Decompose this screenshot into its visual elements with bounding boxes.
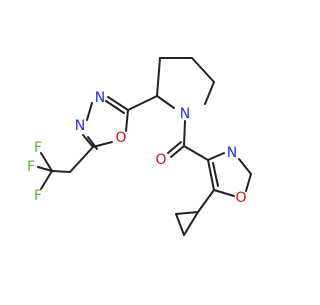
atom-piperidine-n: N (180, 106, 190, 122)
atom-fluorine-3: F (34, 188, 42, 204)
trifluoroethyl-group (37, 146, 94, 190)
atom-fluorine-1: F (34, 140, 42, 156)
cyclopropyl-group (175, 189, 215, 236)
molecule-svg: N N N O O N O F F F (27, 57, 252, 236)
oxadiazole-ring (82, 96, 129, 150)
atom-oxadiazole-o: O (115, 130, 126, 146)
bond-piperidine-oxadiazole (127, 95, 158, 111)
atom-carbonyl-o: O (155, 152, 166, 168)
molecule-diagram: N N N O O N O F F F (27, 57, 252, 236)
atom-fluorine-2: F (27, 159, 35, 175)
atom-oxadiazole-n3: N (95, 90, 105, 106)
oxazole-ring (207, 152, 252, 197)
amide-group (167, 120, 209, 161)
atom-oxadiazole-n4: N (75, 118, 85, 134)
piperidine-ring (156, 57, 215, 109)
atom-oxazole-o: O (235, 190, 246, 206)
atom-oxazole-n: N (227, 145, 237, 161)
